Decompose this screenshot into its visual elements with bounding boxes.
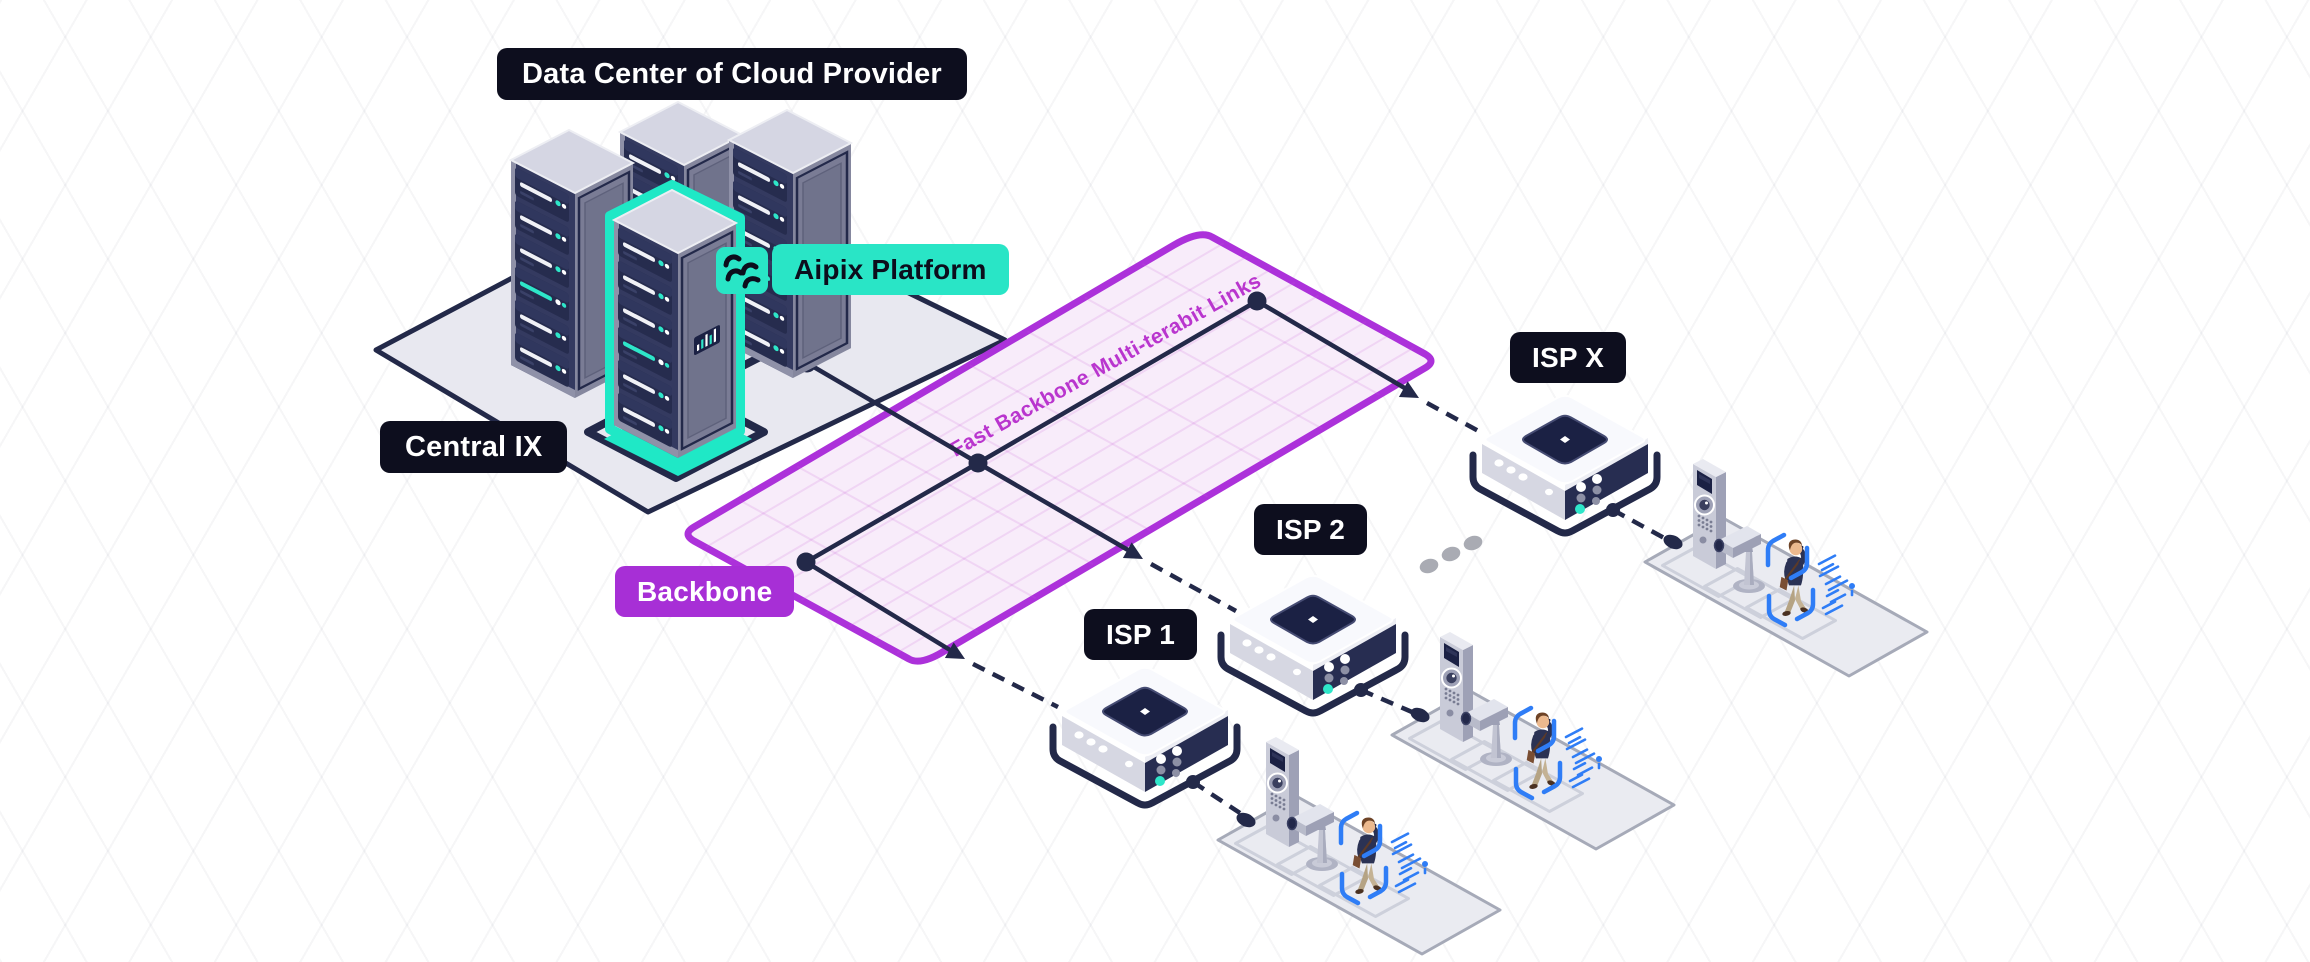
isp1-router <box>1053 668 1237 805</box>
isp2-router <box>1221 576 1405 713</box>
camera-scene-isp2 <box>1392 632 1674 849</box>
data-center-badge: Data Center of Cloud Provider <box>497 48 967 100</box>
data-center-cluster <box>511 102 851 482</box>
equalizer-icon <box>694 325 720 355</box>
central-ix-badge: Central IX <box>380 421 568 473</box>
camera-scene-ispx <box>1645 459 1927 676</box>
server-rack-aipix <box>614 190 736 458</box>
backbone-zone: Fast Backbone Multi-terabit Links <box>684 231 1435 665</box>
aipix-logo-icon <box>716 247 768 294</box>
aipix-platform-badge: Aipix Platform <box>772 244 1009 295</box>
isp1-badge: ISP 1 <box>1084 609 1197 660</box>
backbone-grid <box>705 242 1414 654</box>
ispx-router <box>1473 396 1657 533</box>
ispx-badge: ISP X <box>1510 332 1627 383</box>
backbone-badge: Backbone <box>615 566 795 617</box>
ellipsis-dots-icon <box>1419 535 1483 574</box>
isp2-badge: ISP 2 <box>1254 504 1367 555</box>
